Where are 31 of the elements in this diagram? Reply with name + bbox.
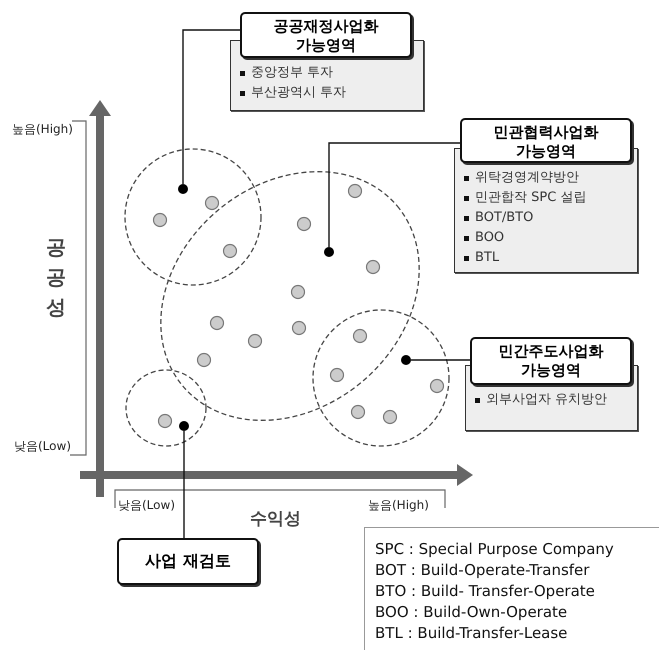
callout-header: 공공재정사업화 가능영역 [240,12,412,58]
bullet-item: 민관합작 SPC 설립 [463,190,586,206]
axis-tick-label: 높음(High) [12,121,73,138]
callout-header: 민관협력사업화 가능영역 [460,118,632,163]
bullet-item: BOO [463,230,504,246]
axis-title: 수익성 [250,508,301,530]
bullet-item: BOT/BTO [463,210,534,226]
leader-line [411,359,470,361]
leader-dot [178,184,188,194]
axis-tick-label: 낮음(Low) [14,438,71,455]
leader-dot [324,247,334,257]
legend-entry: BTO : Build- Transfer-Operate [375,582,595,600]
legend-entry: SPC : Special Purpose Company [375,540,614,558]
bullet-item: BTL [463,250,500,266]
bullet-item: 부산광역시 투자 [239,85,346,101]
bullet-item: 외부사업자 유치방안 [474,392,608,408]
leader-line [183,431,185,538]
callout-box: 사업 재검토 [117,538,259,585]
callout-header: 민간주도사업화 가능영역 [470,337,632,385]
legend-entry: BOO : Build-Own-Operate [375,603,568,621]
legend-entry: BOT : Build-Operate-Transfer [375,561,590,579]
leader-line [182,29,240,184]
axis-tick-label: 높음(High) [368,497,429,514]
leader-dot [401,355,411,365]
bullet-item: 위탁경영계약방안 [463,170,579,186]
axis-title: 공공성 [45,234,67,321]
axis-tick-label: 낮음(Low) [118,497,175,514]
leader-line [328,142,460,247]
legend-entry: BTL : Build-Transfer-Lease [375,624,568,642]
bullet-item: 중앙정부 투자 [239,65,334,81]
leader-dot [179,421,189,431]
